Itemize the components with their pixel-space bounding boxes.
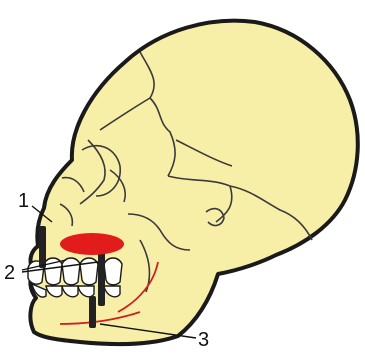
highlight-ellipse <box>60 233 124 255</box>
front-vertical-bar <box>39 226 46 268</box>
middle-vertical-bar <box>98 246 105 306</box>
lower-vertical-bar <box>89 296 96 328</box>
callout-label-1: 1 <box>18 190 29 212</box>
callout-label-2: 2 <box>4 262 15 284</box>
callout-label-3: 3 <box>198 329 209 351</box>
skull-outline <box>30 21 357 344</box>
